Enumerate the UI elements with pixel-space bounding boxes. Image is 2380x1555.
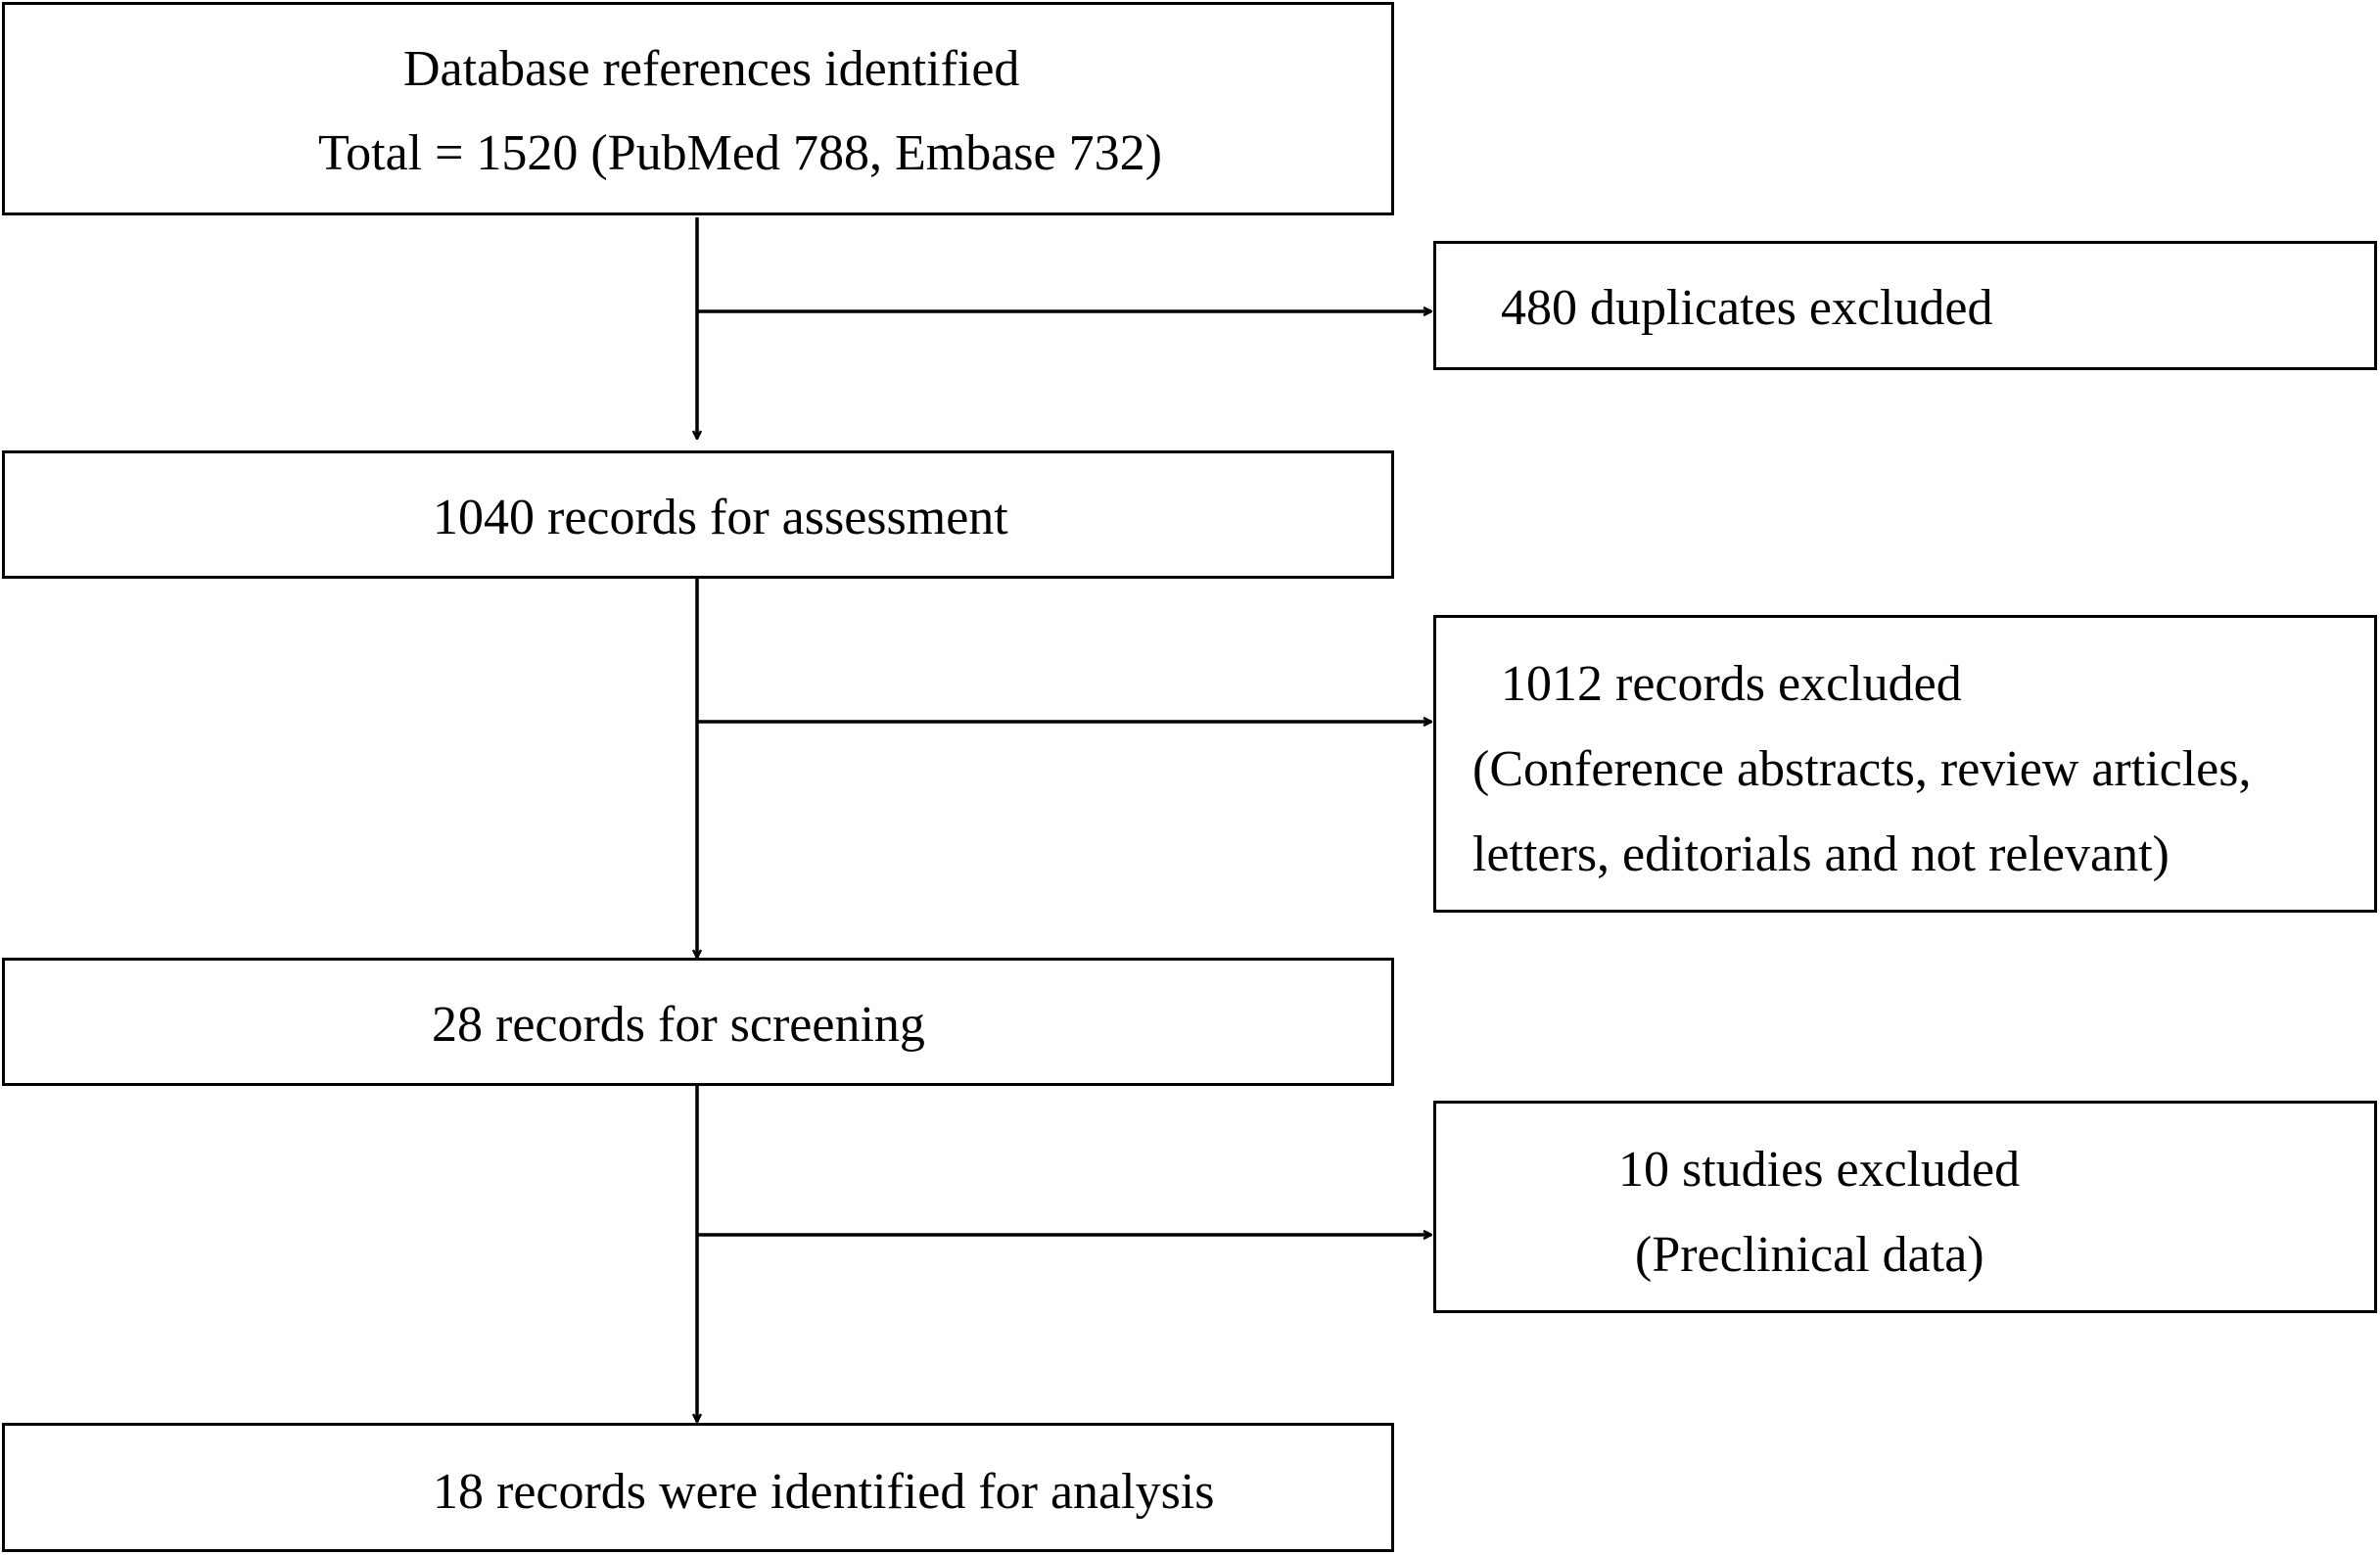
studies-excluded-title: 10 studies excluded bbox=[1618, 1142, 2021, 1198]
identified-total: Total = 1520 (PubMed 788, Embase 732) bbox=[318, 125, 1162, 181]
records-excluded-reason-2: letters, editorials and not relevant) bbox=[1472, 826, 2170, 882]
records-excluded-title: 1012 records excluded bbox=[1501, 656, 1962, 712]
analysis-label: 18 records were identified for analysis bbox=[433, 1464, 1215, 1520]
duplicates-excluded-label: 480 duplicates excluded bbox=[1501, 280, 1993, 336]
studies-excluded-box: 10 studies excluded (Preclinical data) bbox=[1433, 1101, 2377, 1313]
identified-box: Database references identified Total = 1… bbox=[2, 2, 1394, 215]
identified-title: Database references identified bbox=[403, 41, 1020, 97]
screening-label: 28 records for screening bbox=[432, 997, 925, 1053]
assessment-box: 1040 records for assessment bbox=[2, 450, 1394, 579]
duplicates-excluded-box: 480 duplicates excluded bbox=[1433, 241, 2377, 370]
analysis-box: 18 records were identified for analysis bbox=[2, 1423, 1394, 1552]
assessment-label: 1040 records for assessment bbox=[433, 490, 1008, 545]
records-excluded-reason-1: (Conference abstracts, review articles, bbox=[1472, 741, 2252, 797]
screening-box: 28 records for screening bbox=[2, 958, 1394, 1086]
records-excluded-box: 1012 records excluded (Conference abstra… bbox=[1433, 615, 2377, 913]
studies-excluded-reason: (Preclinical data) bbox=[1635, 1227, 1984, 1283]
